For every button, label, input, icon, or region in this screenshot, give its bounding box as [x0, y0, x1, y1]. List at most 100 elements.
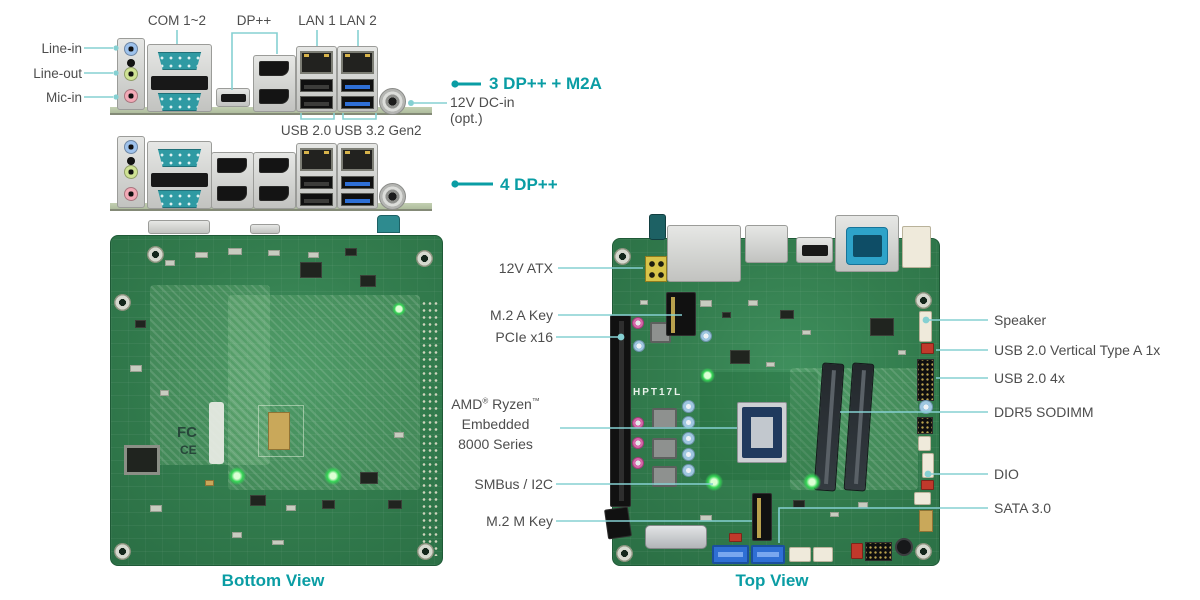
usb2-port-1: [300, 176, 333, 189]
capacitor: [700, 330, 712, 342]
ic-chip: [360, 275, 376, 287]
smd-chip: [780, 310, 794, 319]
sku-dot: [451, 180, 459, 188]
smd-chip: [232, 532, 242, 538]
ic-chip: [730, 350, 750, 364]
m2-contacts: [671, 297, 675, 333]
smd-chip: [250, 495, 266, 506]
smd-chip: [135, 320, 146, 328]
inductor: [652, 466, 677, 487]
dp-port-flat: [216, 88, 250, 107]
callout-sata: SATA 3.0: [994, 500, 1052, 516]
m2-a-key-slot: [666, 292, 696, 336]
smd-chip: [793, 500, 805, 508]
solder-pad-grid: [421, 300, 439, 556]
capacitor: [632, 437, 644, 449]
ic-chip: [870, 318, 894, 336]
dp-port-1: [217, 158, 247, 173]
pcie-groove: [619, 321, 624, 501]
label-dc-in: 12V DC-in: [450, 94, 515, 110]
label-mic-in: Mic-in: [46, 90, 82, 105]
pcie-latch: [604, 506, 632, 540]
mounting-hole: [915, 543, 932, 560]
usb32-port-2: [341, 193, 374, 206]
dp-slot: [802, 245, 828, 256]
mounting-hole: [417, 543, 434, 560]
capacitor: [632, 317, 644, 329]
audio-jack-line-out: [124, 67, 138, 81]
cpu-brand: AMD: [451, 396, 483, 412]
connector-tail: [250, 224, 280, 234]
smd-chip: [394, 432, 404, 438]
dp-port-3: [259, 158, 289, 173]
m2-m-key-slot: [752, 493, 772, 541]
audio-jack-hole: [127, 59, 135, 67]
callout-smbus-i2c: SMBus / I2C: [474, 476, 553, 492]
lan-port-1: [300, 148, 333, 171]
cpu-line3: 8000 Series: [458, 436, 533, 452]
smd-chip: [802, 330, 811, 335]
smd-chip: [388, 500, 402, 509]
cpu-reg-mark: ®: [482, 396, 489, 406]
sata-port-1: [712, 545, 749, 564]
connector: [918, 436, 931, 451]
smd-chip: [272, 540, 284, 545]
label-lan1: LAN 1: [298, 13, 336, 28]
usb2-port-1: [300, 79, 333, 92]
callout-usb2-4x: USB 2.0 4x: [994, 370, 1065, 386]
component-outline: [258, 405, 304, 457]
smd-chip: [228, 248, 242, 255]
white-connector: [789, 547, 811, 562]
lan-port-2: [341, 51, 374, 74]
smd-chip: [286, 505, 296, 511]
audio-jack-mic-in: [124, 187, 138, 201]
label-lan2: LAN 2: [339, 13, 377, 28]
capacitor: [632, 417, 644, 429]
barcode-label: [919, 510, 933, 532]
ce-mark: CE: [180, 443, 197, 457]
capacitor: [632, 457, 644, 469]
coin-battery: [645, 525, 707, 549]
atx-power-connector: [645, 256, 667, 282]
connector-tail: [148, 220, 210, 234]
com-port-1: [157, 149, 202, 167]
led-glow: [803, 473, 821, 491]
usb2-port-2: [300, 193, 333, 206]
cpu-model: Ryzen: [488, 396, 532, 412]
vga-dsub: [853, 235, 882, 257]
dc-barrel-jack: [649, 214, 666, 240]
usb32-port-1: [341, 79, 374, 92]
mounting-hole: [114, 543, 131, 560]
audio-jack-line-in: [124, 42, 138, 56]
connector: [914, 492, 931, 505]
led-glow: [392, 302, 406, 316]
header-red: [851, 543, 863, 559]
com-port-1: [157, 52, 202, 70]
pin-header: [865, 542, 892, 561]
ic-chip: [360, 472, 378, 484]
label-sku-3dp: 3 DP++ + M2A: [489, 74, 602, 93]
label-line-in: Line-in: [41, 41, 82, 56]
led-glow: [700, 368, 715, 383]
sku-dot: [451, 80, 459, 88]
com-port-2: [157, 93, 202, 111]
callout-ddr5-sodimm: DDR5 SODIMM: [994, 404, 1094, 420]
copper-zone: [228, 295, 420, 490]
mounting-hole: [614, 248, 631, 265]
pin-header: [917, 417, 933, 434]
dp-port-2: [259, 89, 289, 104]
lan-port-1: [300, 51, 333, 74]
dp-port-1: [259, 61, 289, 76]
label-usb32: USB 3.2 Gen2: [334, 123, 422, 138]
audio-jack-hole: [127, 157, 135, 165]
led-glow: [705, 473, 723, 491]
smd-chip: [165, 260, 175, 266]
mounting-hole: [416, 250, 433, 267]
capacitor: [682, 416, 695, 429]
smd-chip: [268, 250, 280, 256]
cpu-line2: Embedded: [461, 416, 530, 432]
qfp-chip: [124, 445, 160, 475]
callout-m2-m-key: M.2 M Key: [486, 513, 553, 529]
dp-port-top: [796, 237, 833, 263]
capacitor: [919, 400, 933, 414]
